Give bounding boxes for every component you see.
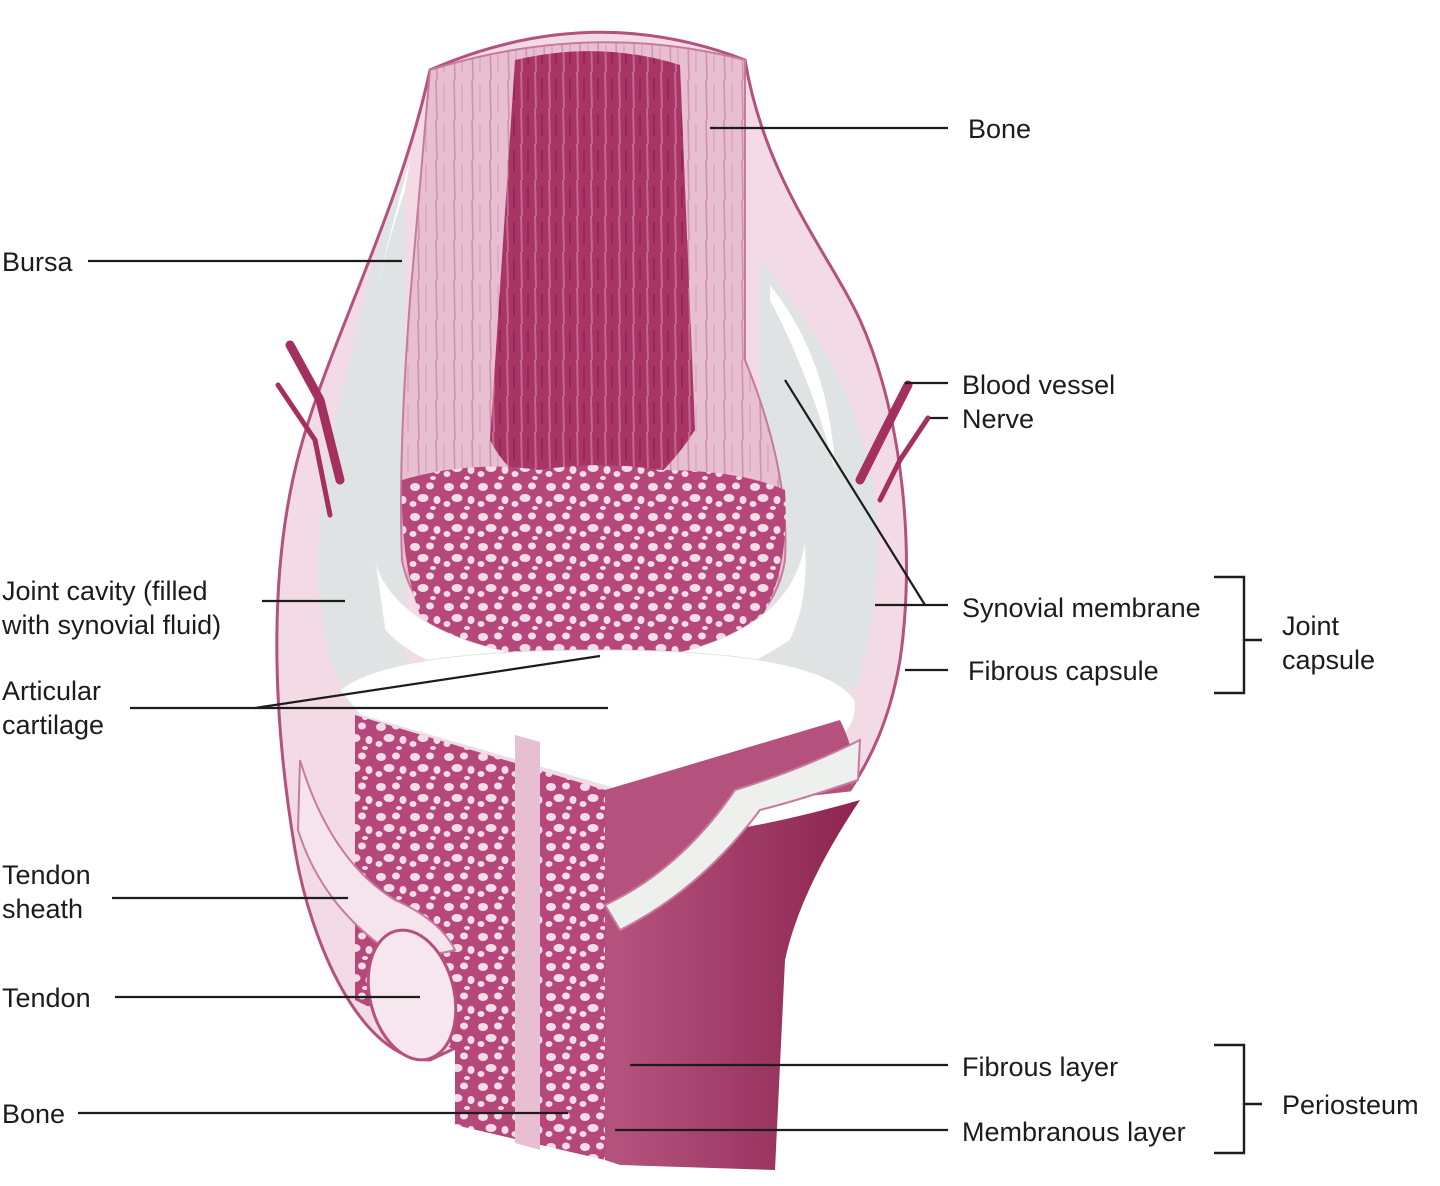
tendon-sheath [296, 759, 457, 955]
label-joint-capsule-line2: capsule [1282, 645, 1375, 675]
label-articular-line2: cartilage [2, 710, 104, 740]
label-tendon-sheath-line1: Tendon [2, 860, 91, 890]
labels: Bone Bursa Blood vessel Nerve Joint cavi… [1, 114, 1419, 1147]
tendon-end [366, 928, 458, 1062]
label-tendon-sheath-line2: sheath [2, 894, 83, 924]
bursa-left [370, 160, 410, 320]
label-periosteum: Periosteum [1282, 1090, 1419, 1120]
label-joint-cavity-line1: Joint cavity (filled [2, 576, 208, 606]
leader-articular-1 [254, 654, 601, 710]
leader-synovial-1 [784, 379, 926, 606]
joint-capsule-bracket [1214, 575, 1262, 695]
periosteum-bracket [1214, 1043, 1262, 1155]
lower-spongy-bone-face [355, 715, 605, 1160]
label-membranous-layer: Membranous layer [962, 1117, 1186, 1147]
label-tendon: Tendon [2, 983, 91, 1013]
label-fibrous-capsule: Fibrous capsule [968, 656, 1159, 686]
label-blood-vessel: Blood vessel [962, 370, 1115, 400]
leader-lines [78, 126, 948, 1132]
joint-illustration [275, 30, 931, 1170]
label-bone-top: Bone [968, 114, 1031, 144]
capsule-cut-band [603, 738, 862, 932]
label-joint-cavity-line2: with synovial fluid) [1, 610, 221, 640]
periosteum-face [605, 720, 854, 1165]
lower-compact-strip [515, 735, 540, 1150]
label-fibrous-layer: Fibrous layer [962, 1052, 1118, 1082]
label-articular-line1: Articular [2, 676, 101, 706]
medullary-cavity [490, 51, 695, 500]
label-nerve: Nerve [962, 404, 1034, 434]
left-vessels [275, 340, 345, 518]
label-bone-bottom: Bone [2, 1099, 65, 1129]
label-synovial-membrane: Synovial membrane [962, 593, 1201, 623]
label-bursa: Bursa [2, 247, 74, 277]
label-joint-capsule-line1: Joint [1282, 611, 1340, 641]
right-vessels [855, 380, 931, 503]
upper-spongy-bone [401, 465, 786, 665]
bursa-right [770, 285, 835, 470]
